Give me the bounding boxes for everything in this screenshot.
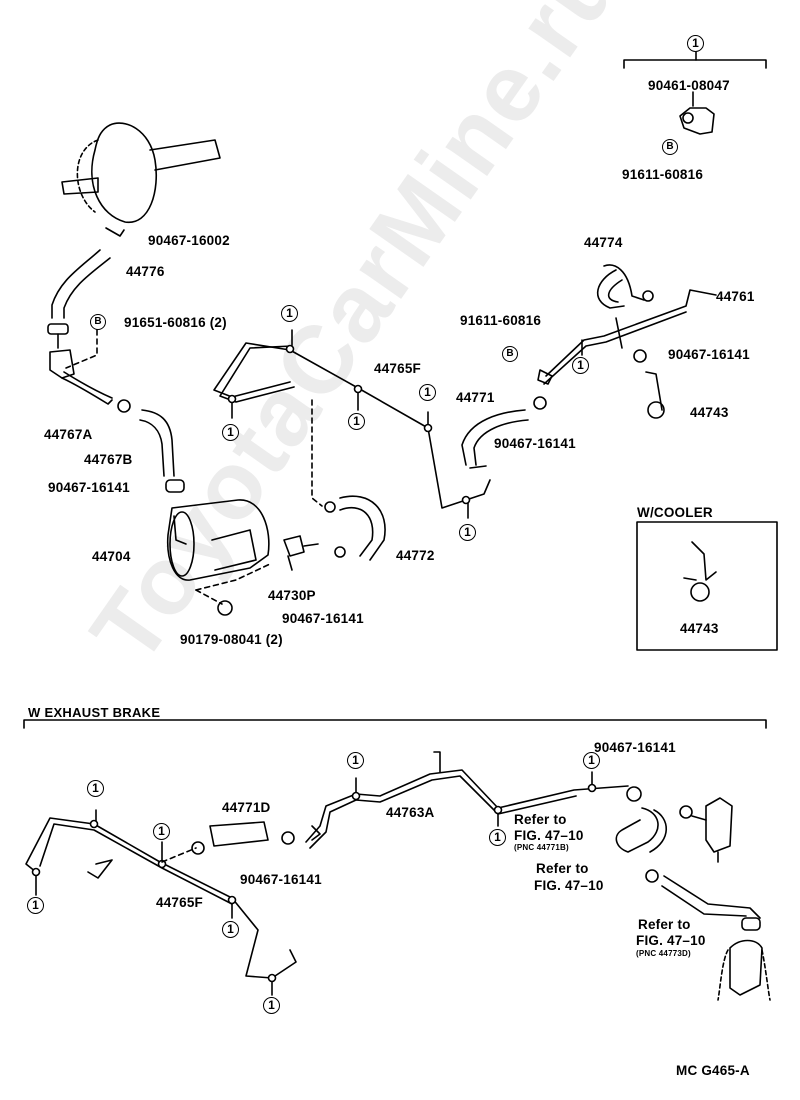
label-90467-16141-center: 90467-16141: [494, 436, 576, 451]
label-44767A: 44767A: [44, 427, 93, 442]
circle-marker: 1: [222, 921, 239, 938]
circle-marker: 1: [27, 897, 44, 914]
label-90179-08041: 90179-08041 (2): [180, 632, 283, 647]
bolt-marker-b-left: B: [90, 314, 106, 330]
brake-booster-group: [61, 122, 221, 237]
label-44772: 44772: [396, 548, 435, 563]
hose-44772-group: [311, 399, 386, 561]
label-90467-16141-left: 90467-16141: [48, 480, 130, 495]
hose-44776-group: [47, 249, 131, 413]
label-90467-16141-lower-b: 90467-16141: [594, 740, 676, 755]
circle-marker: 1: [87, 780, 104, 797]
vsv-lower-group: [679, 797, 733, 863]
refer-to-1: Refer to: [514, 812, 567, 827]
circle-marker: 1: [572, 357, 589, 374]
circle-marker: 1: [222, 424, 239, 441]
pnc-ref-3: (PNC 44773D): [636, 949, 691, 958]
fig-ref-3: FIG. 47–10: [636, 933, 706, 948]
label-44774: 44774: [584, 235, 623, 250]
cooler-box-title: W/COOLER: [637, 505, 713, 520]
bolt-marker-b-top: B: [662, 139, 678, 155]
exhaust-section-title: W EXHAUST BRAKE: [28, 705, 161, 720]
label-90467-16141-right: 90467-16141: [668, 347, 750, 362]
hose-44767B-group: [139, 409, 185, 493]
pipe-44765F-top-group: [213, 329, 491, 519]
refer-to-2: Refer to: [536, 861, 589, 876]
fig-ref-2: FIG. 47–10: [534, 878, 604, 893]
pipe-44761-group: [537, 264, 717, 385]
label-90467-16141-mid: 90467-16141: [282, 611, 364, 626]
part-44743-group: [645, 371, 665, 419]
label-44761: 44761: [716, 289, 755, 304]
label-44743: 44743: [690, 405, 729, 420]
label-90467-16002: 90467-16002: [148, 233, 230, 248]
circle-marker: 1: [281, 305, 298, 322]
valve-44730P-group: [283, 535, 319, 571]
fig-ref-1: FIG. 47–10: [514, 828, 584, 843]
circle-marker: 1: [263, 997, 280, 1014]
hose-44771D-group: [191, 821, 295, 855]
hose-lower-right-group: [645, 869, 771, 1001]
cooler-box: [636, 521, 778, 651]
refer-to-3: Refer to: [638, 917, 691, 932]
pnc-ref-1: (PNC 44771B): [514, 843, 569, 852]
label-90467-16141-lower-a: 90467-16141: [240, 872, 322, 887]
label-44771D: 44771D: [222, 800, 271, 815]
figure-code: MC G465-A: [676, 1063, 750, 1078]
label-91611-60816: 91611-60816: [460, 313, 542, 328]
hose-44771-group: [461, 396, 547, 469]
circle-marker-top-right: 1: [687, 35, 704, 52]
label-44765F-lower: 44765F: [156, 895, 203, 910]
canister-44704-group: [166, 499, 271, 616]
circle-marker: 1: [419, 384, 436, 401]
label-44704: 44704: [92, 549, 131, 564]
circle-marker: 1: [459, 524, 476, 541]
bolt-marker-b-center: B: [502, 346, 518, 362]
circle-marker: 1: [583, 752, 600, 769]
label-44776: 44776: [126, 264, 165, 279]
cooler-label-44743: 44743: [680, 621, 719, 636]
pipe-44765F-lower-group: [25, 809, 297, 996]
circle-marker: 1: [347, 752, 364, 769]
label-91611-60816-top: 91611-60816: [622, 167, 704, 182]
exhaust-section-line: [23, 719, 767, 729]
label-44730P: 44730P: [268, 588, 316, 603]
label-44771: 44771: [456, 390, 495, 405]
label-90461-08047: 90461-08047: [648, 78, 730, 93]
cooler-part-group: [683, 541, 717, 602]
circle-marker: 1: [348, 413, 365, 430]
circle-marker: 1: [153, 823, 170, 840]
pipe-44763A-group: [305, 751, 667, 853]
label-91651-60816: 91651-60816 (2): [124, 315, 227, 330]
top-right-bracket-group: [623, 51, 767, 135]
circle-marker: 1: [489, 829, 506, 846]
label-44765F-top: 44765F: [374, 361, 421, 376]
label-44763A: 44763A: [386, 805, 435, 820]
label-44767B: 44767B: [84, 452, 133, 467]
